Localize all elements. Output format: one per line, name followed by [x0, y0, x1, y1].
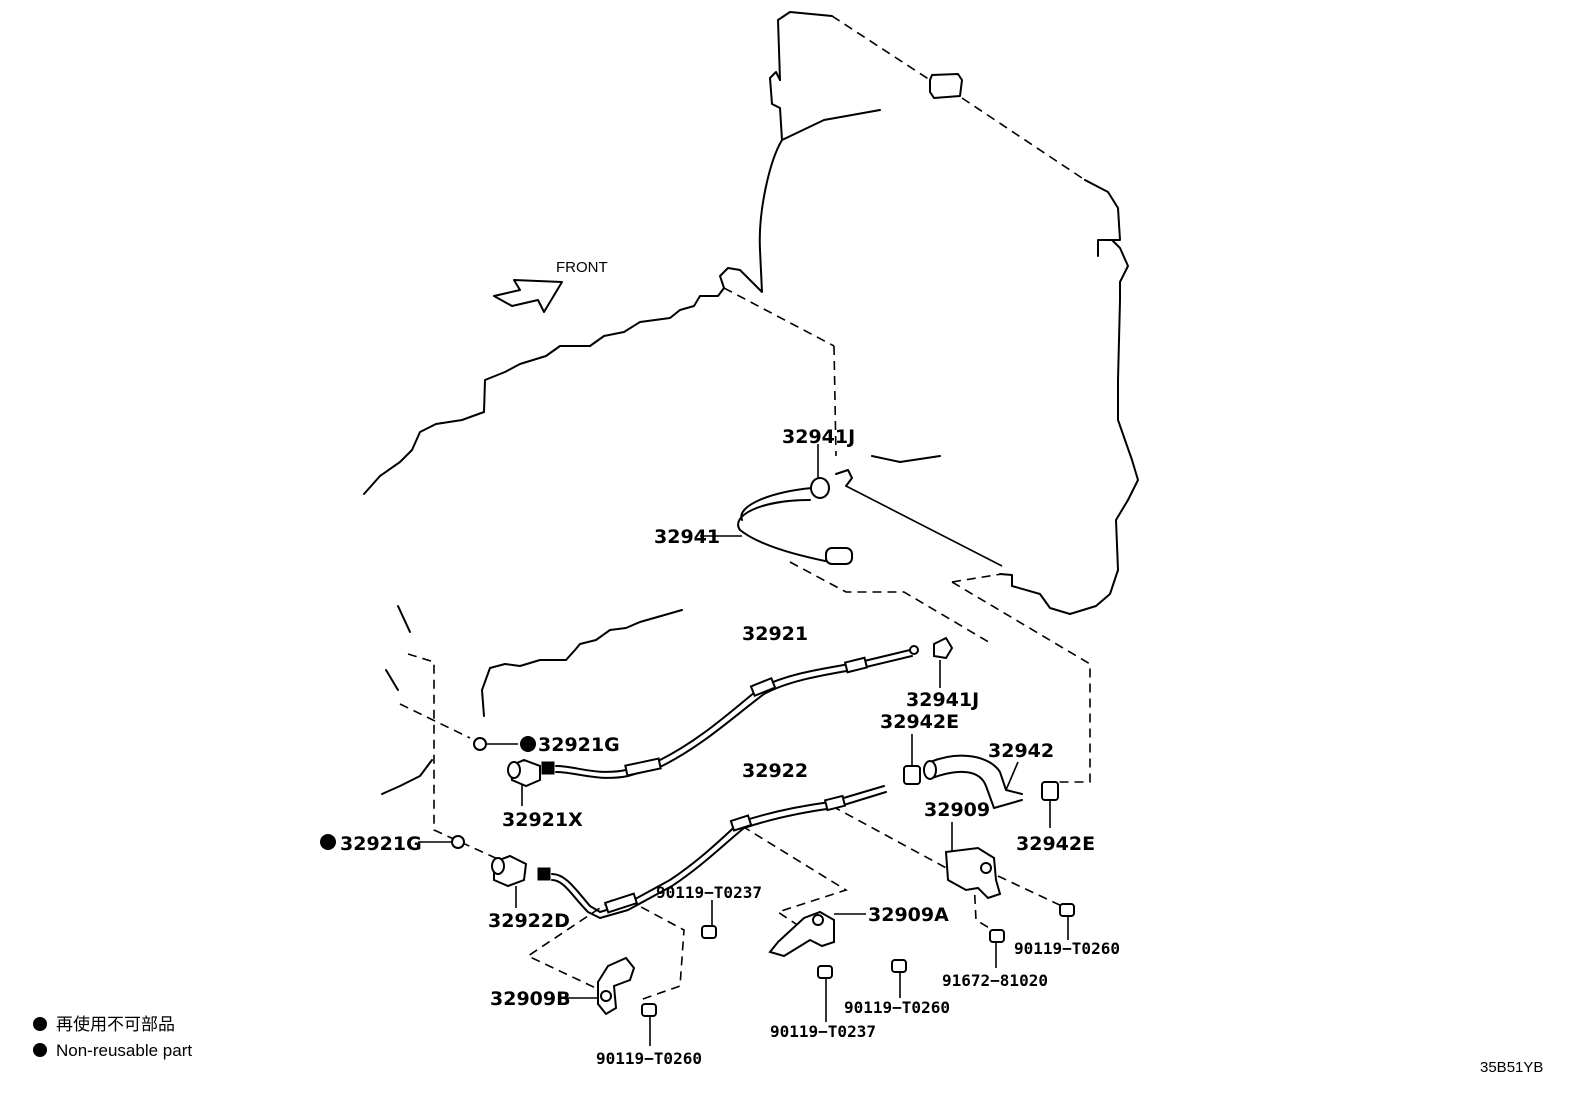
label-32921: 32921: [742, 623, 808, 645]
label-32941J-top: 32941J: [782, 426, 855, 448]
bracket-32909B: [560, 956, 636, 1016]
clamp-32942E-top: [903, 734, 921, 785]
bolt-90119-T0260-c: [641, 1003, 657, 1046]
legend-line-jp: 再使用不可部品: [56, 1014, 175, 1034]
bolt-90119-T0237-a: [701, 900, 717, 939]
label-90119-T0260-b: 90119−T0260: [844, 998, 950, 1017]
label-32941J-mid: 32941J: [906, 689, 979, 711]
connector-32922D: [491, 854, 528, 908]
label-32909B: 32909B: [490, 988, 571, 1010]
label-90119-T0260-a: 90119−T0260: [1014, 939, 1120, 958]
bolt-90119-T0237-b: [817, 965, 833, 1022]
label-32942E-bot: 32942E: [1016, 833, 1095, 855]
radiator-outline: [719, 11, 1139, 615]
filled-circle-icon: [33, 1043, 47, 1057]
label-32922D: 32922D: [488, 910, 570, 932]
legend-line-en: Non-reusable part: [56, 1041, 192, 1060]
hose-32941: [700, 487, 853, 565]
front-arrow-icon: [493, 279, 563, 313]
legend: 再使用不可部品 Non-reusable part: [33, 1014, 192, 1060]
bolt-90119-T0260-b: [1059, 903, 1075, 940]
filled-circle-icon: [320, 834, 336, 850]
label-90119-T0237-b: 90119−T0237: [770, 1022, 876, 1041]
gasket-32921G-a: [473, 737, 518, 751]
filled-circle-icon: [520, 736, 536, 752]
clamp-32941J-mid: [933, 636, 954, 688]
label-32921G-a: 32921G: [538, 734, 620, 756]
bolt-91672-81020: [989, 929, 1005, 968]
pipe-32922: [537, 785, 887, 919]
label-32942: 32942: [988, 740, 1054, 762]
connector-32921X: [507, 758, 541, 806]
label-32921X: 32921X: [502, 809, 583, 831]
pipe-32921: [541, 645, 919, 779]
filled-circle-icon: [33, 1017, 47, 1031]
figure-code: 35B51YB: [1480, 1059, 1543, 1076]
label-32921G-b: 32921G: [340, 833, 422, 855]
label-32942E-top: 32942E: [880, 711, 959, 733]
label-32909: 32909: [924, 799, 990, 821]
label-90119-T0260-c: 90119−T0260: [596, 1049, 702, 1068]
label-32909A: 32909A: [868, 904, 949, 926]
label-91672-81020: 91672−81020: [942, 971, 1048, 990]
gasket-32921G-b: [418, 835, 465, 849]
hose-32942: [923, 754, 1023, 809]
front-label: FRONT: [556, 259, 608, 276]
bracket-32909A: [768, 910, 866, 958]
transmission-outline: [363, 287, 837, 795]
label-90119-T0237-a: 90119−T0237: [656, 883, 762, 902]
bolt-90119-T0260-a: [891, 959, 907, 998]
clamp-32942E-bot: [1041, 781, 1059, 828]
clamp-32941J-top: [810, 444, 830, 499]
bracket-32909: [944, 822, 1002, 900]
label-32941: 32941: [654, 526, 720, 548]
label-32922: 32922: [742, 760, 808, 782]
